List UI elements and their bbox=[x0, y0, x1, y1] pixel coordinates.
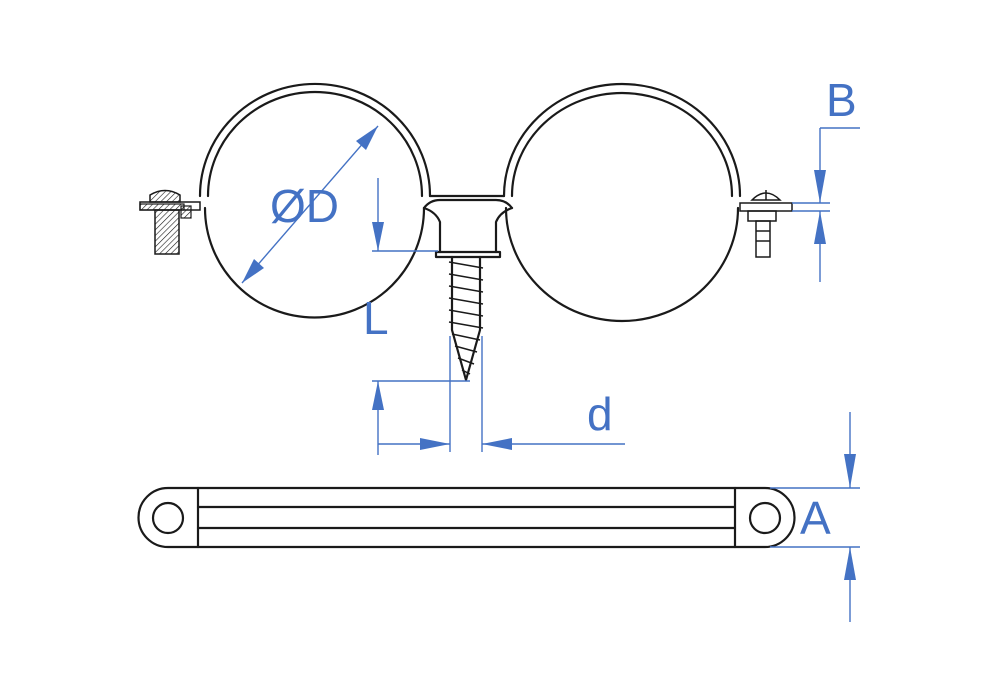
band-right-hole bbox=[748, 501, 782, 535]
band-outline bbox=[137, 486, 796, 549]
left-fastening-screw bbox=[139, 189, 201, 255]
right-fastening-screw bbox=[739, 190, 793, 258]
screw-length-dimension: L bbox=[363, 178, 470, 455]
thickness-label: B bbox=[826, 74, 857, 126]
band-thickness-dimension: B bbox=[792, 74, 860, 282]
screw-diameter-label: d bbox=[587, 388, 613, 440]
wood-screw bbox=[448, 255, 484, 382]
clamp-band-top-view bbox=[137, 486, 796, 549]
diameter-dimension: ØD bbox=[241, 125, 379, 284]
left-clamp-ring bbox=[198, 82, 432, 198]
screw-diameter-dimension: d bbox=[378, 336, 625, 452]
width-label: A bbox=[800, 492, 831, 544]
length-label: L bbox=[363, 292, 389, 344]
right-clamp-ring bbox=[502, 82, 742, 198]
band-left-hole bbox=[151, 501, 185, 535]
double-pipe-clamp-front-view bbox=[139, 82, 793, 382]
screw-washer bbox=[434, 250, 502, 259]
diameter-label: ØD bbox=[270, 180, 339, 232]
band-width-dimension: A bbox=[770, 412, 860, 622]
